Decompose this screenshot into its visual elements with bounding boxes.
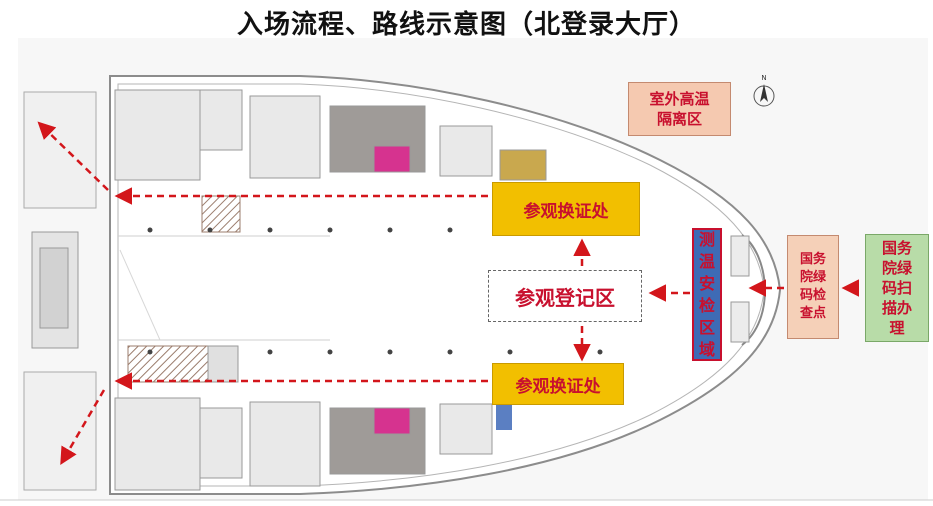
entrance-gate-lower: [730, 301, 750, 343]
checkpoint-line-4: 查点: [799, 306, 826, 321]
exchange-desk-top: 参观换证处: [492, 182, 640, 236]
security-char-3: 安: [698, 273, 715, 293]
security-char-6: 域: [698, 339, 715, 359]
scan-line-3: 码扫: [881, 279, 912, 297]
green-code-scan-station: 国务 院绿 码扫 描办 理: [865, 234, 929, 342]
security-char-5: 区: [698, 317, 715, 337]
upper-escalator: [201, 195, 241, 233]
compass-icon: [753, 84, 775, 107]
route-lower-exit: [60, 389, 106, 466]
lower-magenta-room: [373, 407, 411, 435]
lower-escalator-side: [207, 345, 239, 383]
route-arrows: [37, 121, 859, 466]
checkpoint-line-1: 国务: [799, 252, 826, 267]
hot-isolation-zone: 室外高温 隔离区: [628, 82, 731, 136]
registration-area: 参观登记区: [488, 270, 642, 322]
scan-line-1: 国务: [881, 239, 912, 257]
checkpoint-line-3: 码检: [799, 288, 826, 303]
security-char-1: 测: [698, 229, 715, 249]
security-char-4: 检: [698, 295, 715, 315]
left-stair-inner: [39, 247, 69, 329]
scan-line-5: 理: [889, 319, 905, 337]
columns: [147, 227, 603, 355]
registration-area-label: 参观登记区: [515, 285, 615, 310]
left-outer-zone-bottom: [23, 371, 97, 491]
upper-magenta-room: [373, 145, 411, 173]
security-char-2: 温: [698, 251, 715, 271]
exchange-desk-top-label: 参观换证处: [523, 201, 609, 222]
hot-isolation-label-line2: 隔离区: [656, 110, 702, 128]
lower-blue-marker: [496, 404, 512, 430]
page-title: 入场流程、路线示意图（北登录大厅）: [236, 10, 696, 40]
entrance-gate-upper: [730, 235, 750, 277]
route-upper-exit: [37, 121, 109, 191]
green-code-checkpoint: 国务 院绿 码检 查点: [787, 235, 839, 339]
lower-rooms: [114, 397, 493, 491]
security-check-zone: 测 温 安 检 区 域: [692, 228, 722, 361]
hot-isolation-label-line1: 室外高温: [649, 90, 710, 108]
scan-line-2: 院绿: [881, 259, 912, 277]
walkway-line-3: [119, 249, 161, 341]
exchange-desk-bottom: 参观换证处: [492, 363, 624, 405]
lower-escalator: [127, 345, 209, 383]
exchange-desk-bottom-label: 参观换证处: [515, 376, 601, 397]
left-outer-zone-top: [23, 91, 97, 209]
compass-label: N: [761, 74, 766, 82]
scan-line-4: 描办: [881, 299, 912, 317]
checkpoint-line-2: 院绿: [799, 270, 826, 285]
